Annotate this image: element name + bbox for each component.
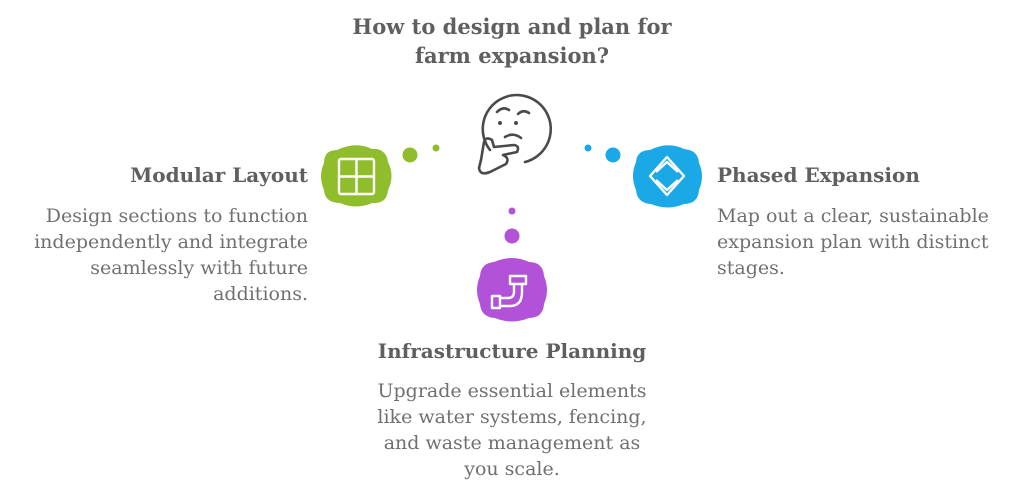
description-line: Design sections to function xyxy=(45,205,308,227)
description-line: you scale. xyxy=(464,458,560,480)
pipe-icon xyxy=(490,274,528,310)
title-line-1: How to design and plan for xyxy=(352,14,672,39)
connector-dot-right-small xyxy=(584,144,592,152)
title-line-2: farm expansion? xyxy=(414,43,610,68)
grid-window-icon xyxy=(337,157,376,196)
modular-layout-badge xyxy=(321,145,392,207)
description-line: like water systems, fencing, xyxy=(377,406,647,428)
description-line: and waste management as xyxy=(383,432,641,454)
phased-expansion-description: Map out a clear, sustainable expansion p… xyxy=(717,203,1017,281)
connector-dot-right-large xyxy=(605,147,621,163)
description-line: stages. xyxy=(717,257,785,279)
phased-expansion-badge xyxy=(633,145,702,208)
description-line: independently and integrate xyxy=(34,231,308,253)
description-line: expansion plan with distinct xyxy=(717,231,989,253)
connector-dot-bottom-small xyxy=(508,207,516,215)
chevrons-up-down-icon xyxy=(648,155,686,197)
description-line: seamlessly with future xyxy=(90,257,308,279)
modular-layout-heading: Modular Layout xyxy=(130,163,308,187)
connector-dot-left-small xyxy=(432,144,440,152)
modular-layout-description: Design sections to function independentl… xyxy=(20,203,308,307)
description-line: Upgrade essential elements xyxy=(377,380,647,402)
infrastructure-planning-badge xyxy=(477,258,547,322)
phased-expansion-heading: Phased Expansion xyxy=(717,163,920,187)
infrastructure-planning-heading: Infrastructure Planning xyxy=(377,339,647,363)
connector-dot-bottom-large xyxy=(504,228,520,244)
connector-dot-left-large xyxy=(402,147,418,163)
diagram-title: How to design and plan for farm expansio… xyxy=(312,12,712,70)
thinking-face-icon xyxy=(477,93,553,175)
description-line: additions. xyxy=(213,283,308,305)
infrastructure-planning-description: Upgrade essential elements like water sy… xyxy=(312,378,712,482)
description-line: Map out a clear, sustainable xyxy=(717,205,989,227)
